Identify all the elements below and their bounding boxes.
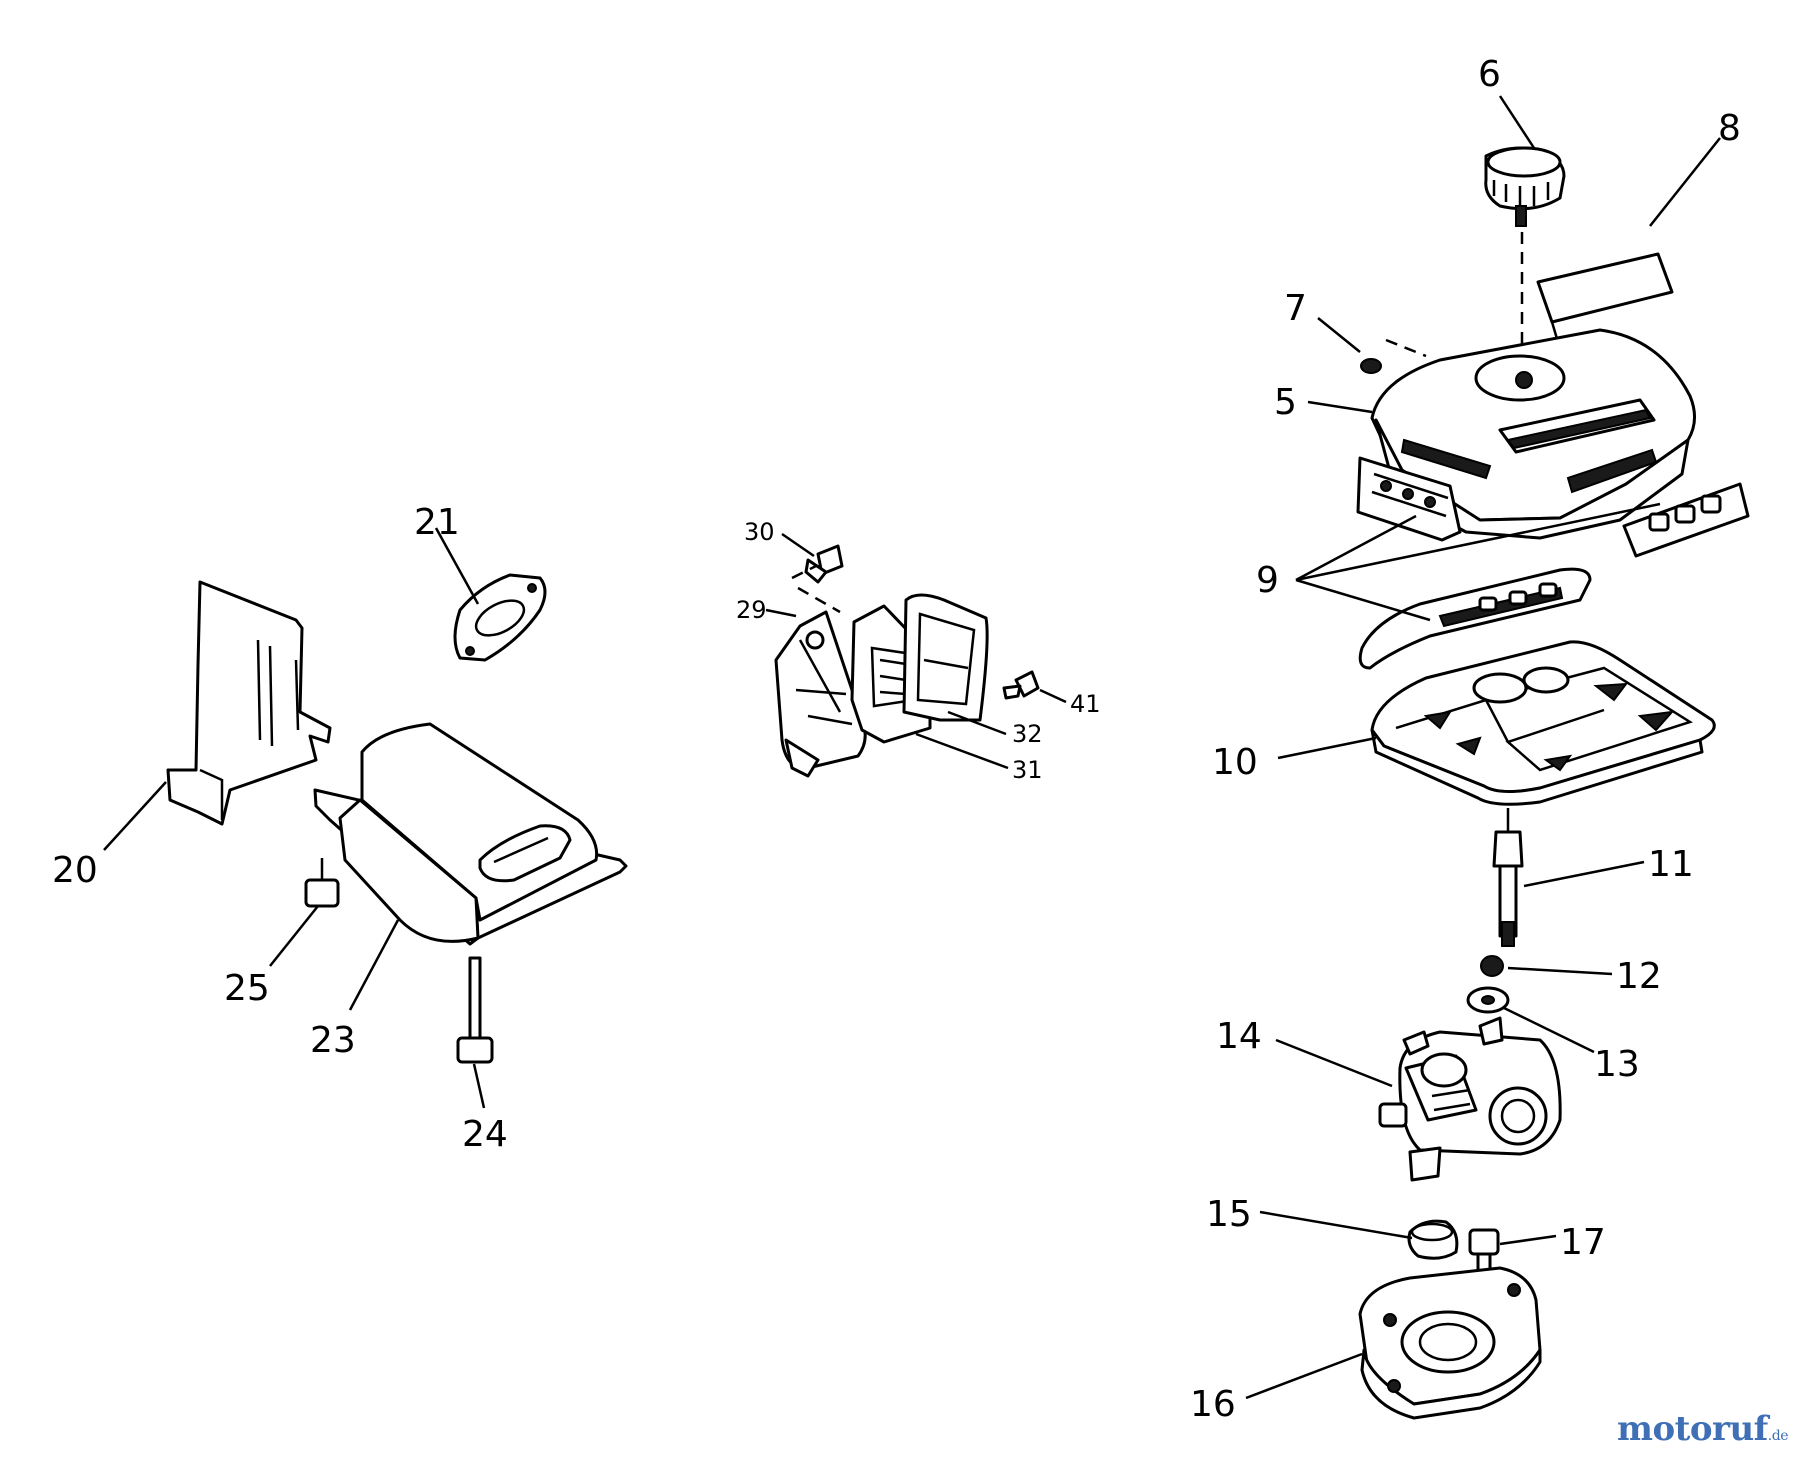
part-32-gasket [902,593,989,722]
part-7-nut [1360,358,1382,374]
part-30-screw [804,544,844,584]
part-9-filter-elements [1356,456,1750,670]
part-24-bolt [456,956,494,1064]
part-15-cap [1407,1219,1459,1260]
label-41: 41 [1070,690,1101,718]
label-25: 25 [224,968,270,1009]
part-12-nut [1480,955,1504,977]
part-5-air-cleaner-cover [1370,328,1696,540]
part-29-bracket [774,610,867,778]
part-23-muffler [313,722,628,946]
label-16: 16 [1190,1384,1236,1425]
label-29: 29 [736,596,767,624]
watermark-name: motoruf [1617,1409,1768,1449]
label-21: 21 [414,502,460,543]
watermark-logo: motoruf.de [1617,1409,1789,1449]
label-17: 17 [1560,1222,1606,1263]
part-14-carburetor [1378,1016,1562,1182]
part-labels: 5 6 7 8 9 10 11 12 13 14 15 16 17 20 21 … [52,54,1741,1425]
part-20-heat-shield [166,580,332,826]
label-5: 5 [1274,382,1297,423]
label-30: 30 [744,518,775,546]
label-14: 14 [1216,1016,1262,1057]
part-6-knob [1484,146,1566,227]
part-25-bolt [304,858,340,908]
label-24: 24 [462,1114,508,1155]
label-20: 20 [52,850,98,891]
part-11-stud [1492,808,1524,947]
label-7: 7 [1284,288,1307,329]
label-23: 23 [310,1020,356,1061]
label-10: 10 [1212,742,1258,783]
part-8-label-plate [1536,252,1674,324]
part-21-gasket [453,573,547,662]
label-9: 9 [1256,560,1279,601]
label-12: 12 [1616,956,1662,997]
label-8: 8 [1718,108,1741,149]
part-41-screw [1002,670,1040,700]
leader-lines [103,95,1721,1400]
watermark-tld: .de [1767,1428,1789,1444]
label-31: 31 [1012,756,1043,784]
part-10-filter-base [1370,640,1716,806]
label-32: 32 [1012,720,1043,748]
label-11: 11 [1648,844,1694,885]
part-13-washer [1466,986,1510,1014]
label-15: 15 [1206,1194,1252,1235]
label-13: 13 [1594,1044,1640,1085]
part-16-carburetor-base [1358,1266,1542,1420]
label-6: 6 [1478,54,1501,95]
